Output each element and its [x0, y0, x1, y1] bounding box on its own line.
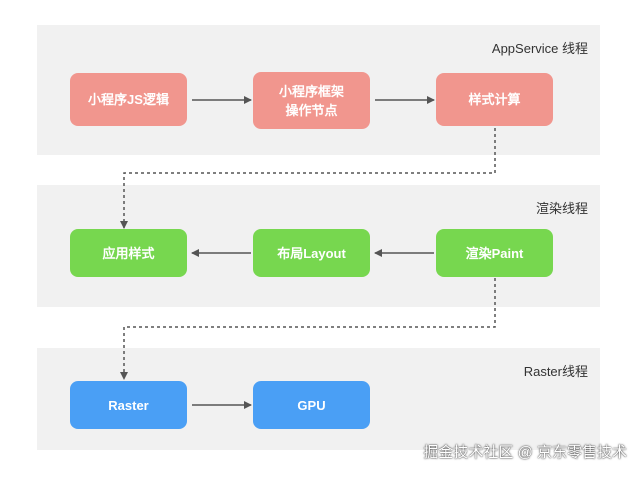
node-framework-node-operations: 小程序框架 操作节点: [253, 72, 370, 129]
node-raster: Raster: [70, 381, 187, 429]
watermark: 掘金技术社区 @ 京东零售技术: [423, 444, 627, 461]
node-layout: 布局Layout: [253, 229, 370, 277]
appservice-thread-title: AppService 线程: [491, 41, 588, 56]
arrow-style-calc-to-render: [120, 128, 496, 229]
node-style-calculation: 样式计算: [436, 73, 553, 126]
node-paint: 渲染Paint: [436, 229, 553, 277]
node-mini-program-js-logic: 小程序JS逻辑: [70, 73, 187, 126]
raster-thread-title: Raster线程: [523, 364, 588, 379]
arrow-paint-to-raster: [120, 278, 496, 380]
render-thread-title: 渲染线程: [535, 201, 588, 216]
node-gpu: GPU: [253, 381, 370, 429]
node-apply-style: 应用样式: [70, 229, 187, 277]
